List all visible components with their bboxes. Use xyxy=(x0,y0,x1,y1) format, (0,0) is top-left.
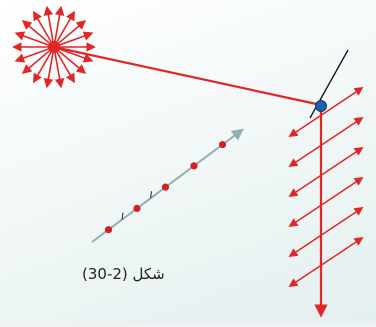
polarization-double-arrow xyxy=(290,208,362,256)
propagation-dot xyxy=(105,226,112,233)
polarization-double-arrow xyxy=(290,178,362,226)
reflection-point xyxy=(316,101,327,112)
figure-caption: شكل (2-30) xyxy=(82,265,165,283)
propagation-dot xyxy=(190,162,197,169)
polarization-double-arrow xyxy=(290,238,362,286)
propagation-dot xyxy=(219,141,226,148)
polarization-double-arrow xyxy=(290,118,362,166)
propagation-dot xyxy=(162,184,169,191)
polarization-double-arrow xyxy=(290,148,362,196)
polarization-double-arrow xyxy=(290,88,362,136)
propagation-dot xyxy=(133,205,140,212)
polarization-arrows xyxy=(290,88,362,286)
incident-beam xyxy=(54,47,321,105)
